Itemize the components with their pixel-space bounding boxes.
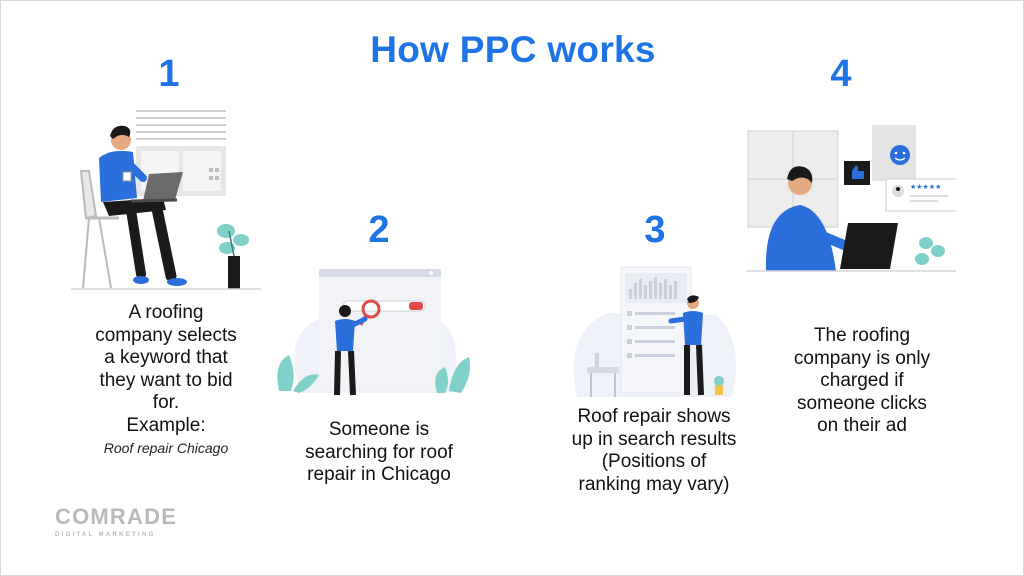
step-1-line: A roofing [128, 302, 204, 323]
logo-tagline: DIGITAL MARKETING [55, 532, 156, 538]
step-1-number: 1 [158, 53, 180, 95]
step-1-line: for. [152, 392, 180, 413]
step-2-line: repair in Chicago [307, 464, 451, 485]
step-4-line: on their ad [817, 415, 907, 436]
step-3-number: 3 [644, 209, 666, 251]
slide-title: How PPC works [370, 29, 656, 70]
step-1-example: Roof repair Chicago [103, 440, 229, 456]
illustration-search-results [573, 266, 737, 397]
step-1-description: A roofing company selects a keyword that… [56, 302, 276, 460]
step-3-line: (Positions of [601, 451, 707, 472]
step-2-line: searching for roof [305, 441, 453, 463]
step-2-description: Someone is searching for roof repair in … [269, 419, 489, 487]
step-1-line: they want to bid [99, 369, 233, 391]
step-1-line: company selects [95, 324, 237, 346]
illustration-person-searching [277, 269, 470, 396]
step-3-line: up in search results [571, 428, 737, 450]
step-2-number: 2 [368, 209, 390, 251]
step-4-number: 4 [830, 53, 852, 95]
step-3-line: Roof repair shows [577, 406, 731, 427]
step-2-line: Someone is [328, 419, 430, 440]
logo-name: COMRADE [55, 504, 178, 529]
step-4-description: The roofing company is only charged if s… [751, 325, 973, 438]
step-3-description: Roof repair shows up in search results (… [544, 406, 764, 496]
illustration-person-computer-reviews: ★★★★★ [746, 125, 956, 272]
illustration-person-laptop [71, 110, 261, 290]
step-4-line: company is only [793, 347, 931, 369]
step-4-line: The roofing [813, 325, 911, 346]
step-1-line: Example: [126, 414, 206, 436]
svg-text:★★★★★: ★★★★★ [910, 183, 941, 191]
step-4-line: charged if [820, 370, 904, 391]
comrade-logo: COMRADE DIGITAL MARKETING [55, 504, 177, 538]
step-3-line: ranking may vary) [578, 473, 730, 495]
step-4-line: someone clicks [797, 392, 927, 414]
step-1-line: a keyword that [104, 347, 228, 368]
